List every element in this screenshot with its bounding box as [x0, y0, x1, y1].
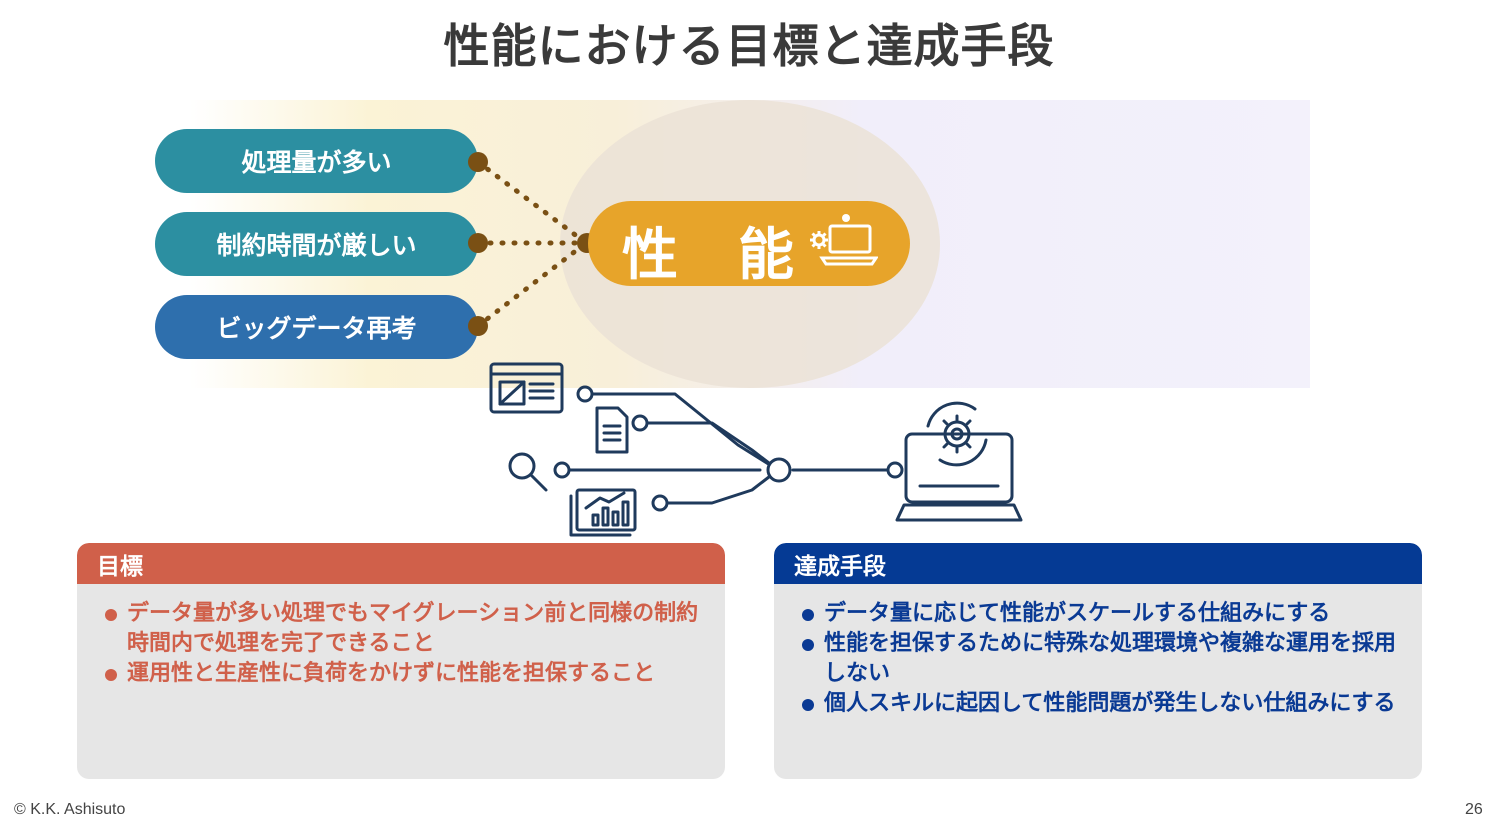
- factor-big-data: ビッグデータ再考: [155, 295, 478, 359]
- slide-title: 性能における目標と達成手段: [443, 19, 1055, 73]
- means-bullet: 性能を担保するために特殊な処理環境や複雑な運用を採用しない: [800, 629, 1402, 689]
- performance-pill: [588, 201, 910, 286]
- goal-bullet: 運用性と生産性に負荷をかけずに性能を担保すること: [103, 659, 705, 689]
- page-number: 26: [1465, 801, 1483, 818]
- growth-chart-icon: [569, 488, 637, 537]
- factor-time-constraint: 制約時間が厳しい: [155, 212, 478, 276]
- means-bullet: データ量に応じて性能がスケールする仕組みにする: [800, 599, 1402, 629]
- performance-label: 性 能: [622, 223, 796, 288]
- document-icon: [595, 406, 629, 454]
- goal-card-body: データ量が多い処理でもマイグレーション前と同様の制約時間内で処理を完了できること…: [77, 584, 725, 689]
- means-card: 達成手段 データ量に応じて性能がスケールする仕組みにする 性能を担保するために特…: [774, 543, 1422, 779]
- dotted-connectors: [475, 159, 589, 329]
- goal-bullet: データ量が多い処理でもマイグレーション前と同様の制約時間内で処理を完了できること: [103, 599, 705, 659]
- magnifier-icon: [508, 452, 548, 492]
- copyright: © K.K. Ashisuto: [14, 801, 126, 818]
- goal-card-header: 目標: [77, 543, 725, 584]
- means-card-header: 達成手段: [774, 543, 1422, 584]
- laptop-sync-icon: [895, 401, 1023, 522]
- flow-line-1: [590, 392, 780, 472]
- gear-laptop-icon: [810, 214, 878, 266]
- means-card-body: データ量に応じて性能がスケールする仕組みにする 性能を担保するために特殊な処理環…: [774, 584, 1422, 719]
- flow-line-2: [644, 421, 780, 472]
- factor-volume: 処理量が多い: [155, 129, 478, 193]
- browser-window-icon: [489, 362, 564, 414]
- means-bullet: 個人スキルに起因して性能問題が発生しない仕組みにする: [800, 689, 1402, 719]
- flow-line-4: [665, 468, 780, 505]
- goal-card: 目標 データ量が多い処理でもマイグレーション前と同様の制約時間内で処理を完了でき…: [77, 543, 725, 779]
